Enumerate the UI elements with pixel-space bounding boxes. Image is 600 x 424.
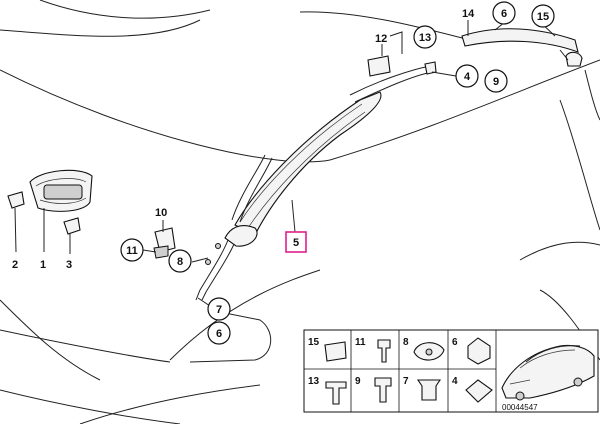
grab-handle [29, 169, 93, 212]
leader-7 [197, 297, 211, 307]
callout-6-top: 6 [492, 1, 516, 25]
clip-part-3 [63, 217, 81, 254]
legend-part-13-screw-icon [325, 381, 347, 405]
callout-11: 11 [120, 238, 144, 262]
svg-text:2: 2 [12, 259, 18, 271]
legend-label-4: 4 [452, 376, 458, 387]
callout-14: 14 [462, 8, 475, 20]
svg-text:1: 1 [40, 259, 46, 271]
legend-label-11: 11 [355, 337, 366, 348]
legend-part-11-screw-icon [377, 339, 391, 363]
clip-part-2 [7, 191, 25, 253]
reference-number: 00044547 [502, 403, 538, 412]
callout-5-highlighted: 5 [285, 231, 307, 253]
svg-text:14: 14 [462, 8, 475, 20]
svg-text:10: 10 [155, 207, 167, 219]
legend-label-7: 7 [403, 376, 409, 387]
callout-7: 7 [207, 297, 231, 321]
legend-label-8: 8 [403, 337, 409, 348]
callout-9: 9 [484, 69, 508, 93]
svg-text:12: 12 [375, 33, 387, 45]
callout-13: 13 [413, 25, 437, 49]
legend-part-9-bolt-icon [374, 377, 392, 403]
callout-12: 12 [375, 33, 387, 45]
curtain-airbag [195, 61, 437, 301]
legend-label-9: 9 [355, 376, 361, 387]
roof-rail-part-14 [461, 20, 583, 67]
svg-text:3: 3 [66, 259, 72, 271]
svg-text:7: 7 [216, 304, 222, 316]
callout-15: 15 [531, 4, 555, 28]
callout-4: 4 [455, 64, 479, 88]
callout-6-bottom: 6 [207, 321, 231, 345]
leader-5 [291, 199, 296, 233]
callout-3: 3 [66, 259, 72, 271]
svg-text:8: 8 [177, 256, 183, 268]
leader-4 [431, 71, 457, 77]
svg-text:11: 11 [126, 245, 138, 257]
svg-text:5: 5 [293, 237, 299, 249]
legend-label-6: 6 [452, 337, 458, 348]
svg-text:4: 4 [464, 71, 471, 83]
clip-part-10 [142, 220, 176, 259]
parts-legend-box: 15 11 8 6 13 9 7 4 00044547 [303, 329, 599, 413]
legend-part-6-nut-icon [467, 337, 491, 365]
svg-text:6: 6 [216, 328, 222, 340]
clip-part-12 [367, 31, 403, 77]
svg-text:13: 13 [419, 32, 431, 44]
legend-part-4-nut-icon [465, 379, 493, 403]
callout-8: 8 [168, 249, 192, 273]
legend-part-7-clip-icon [416, 379, 442, 401]
legend-label-13: 13 [308, 376, 320, 387]
svg-text:15: 15 [537, 11, 549, 23]
callout-1: 1 [40, 259, 46, 271]
callout-2: 2 [12, 259, 18, 271]
svg-text:9: 9 [493, 76, 499, 88]
leader-8 [191, 257, 209, 263]
callout-10: 10 [155, 207, 167, 219]
legend-part-15-icon [324, 341, 347, 362]
legend-label-15: 15 [308, 337, 320, 348]
car-thumbnail-icon [501, 344, 595, 401]
svg-text:6: 6 [501, 8, 507, 20]
